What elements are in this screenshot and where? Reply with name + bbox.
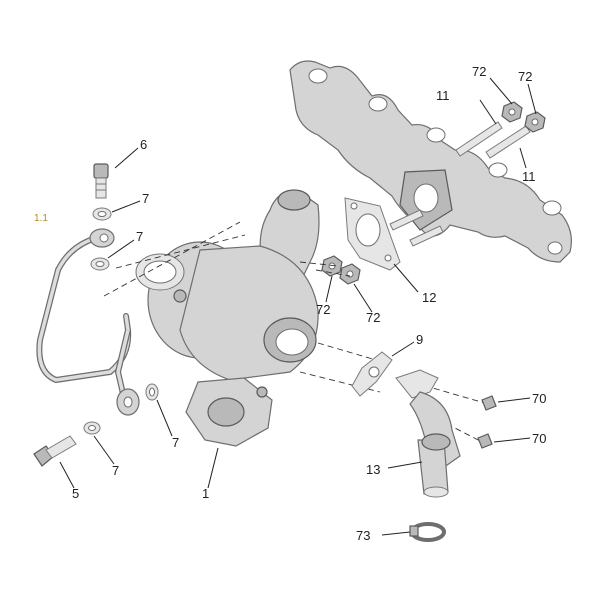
washer-7-c xyxy=(145,383,159,401)
callout-72-upper-left: 72 xyxy=(472,64,486,79)
callout-7-d: 7 xyxy=(112,463,119,478)
callout-72-lower-right: 72 xyxy=(366,310,380,325)
nut-72-lower-right xyxy=(339,263,361,285)
nut-72-upper-left xyxy=(501,101,523,123)
bolt-70-lower xyxy=(477,433,493,449)
callout-1: 1 xyxy=(202,486,209,501)
leader-lines xyxy=(59,77,537,536)
banjo-fitting-upper xyxy=(89,228,115,248)
nut-72-upper-right xyxy=(524,111,546,133)
oil-feed-pipe xyxy=(36,235,132,399)
callout-6: 6 xyxy=(140,137,147,152)
washer-7-d xyxy=(83,421,101,435)
callout-7-b: 7 xyxy=(136,229,143,244)
hose-clamp-73 xyxy=(409,522,446,542)
nut-72-lower-left xyxy=(321,255,343,277)
callout-7-a: 7 xyxy=(142,191,149,206)
callout-12: 12 xyxy=(422,290,436,305)
callout-11-upper: 11 xyxy=(436,88,450,103)
washer-7-b xyxy=(90,257,110,271)
callout-72-lower-left: 72 xyxy=(316,302,330,317)
banjo-fitting-lower xyxy=(116,388,140,416)
callout-70-upper: 70 xyxy=(532,391,546,406)
stud-11-lower xyxy=(485,125,531,159)
oil-return-pipe-13 xyxy=(395,369,461,498)
banjo-bolt-5 xyxy=(33,435,77,467)
callout-72-upper-right: 72 xyxy=(518,69,532,84)
callout-faint: 1.1 xyxy=(34,213,48,224)
callout-9: 9 xyxy=(416,332,423,347)
gasket-12 xyxy=(344,197,401,271)
callout-11-lower: 11 xyxy=(522,169,536,184)
washer-7-a xyxy=(92,207,112,221)
turbocharger-1 xyxy=(135,189,320,447)
callout-13: 13 xyxy=(366,462,380,477)
callout-7-c: 7 xyxy=(172,435,179,450)
manifold-stud-right xyxy=(409,225,444,247)
bolt-70-upper xyxy=(481,395,497,411)
callout-labels: 6 7 7 7 7 5 1 11 11 72 72 72 72 12 9 70 … xyxy=(34,64,546,543)
banjo-bolt-6 xyxy=(93,163,109,199)
callout-5: 5 xyxy=(72,486,79,501)
gasket-9 xyxy=(351,351,393,397)
manifold-stud-left xyxy=(389,209,424,231)
stud-11-upper xyxy=(455,121,503,157)
callout-73: 73 xyxy=(356,528,370,543)
callout-70-lower: 70 xyxy=(532,431,546,446)
